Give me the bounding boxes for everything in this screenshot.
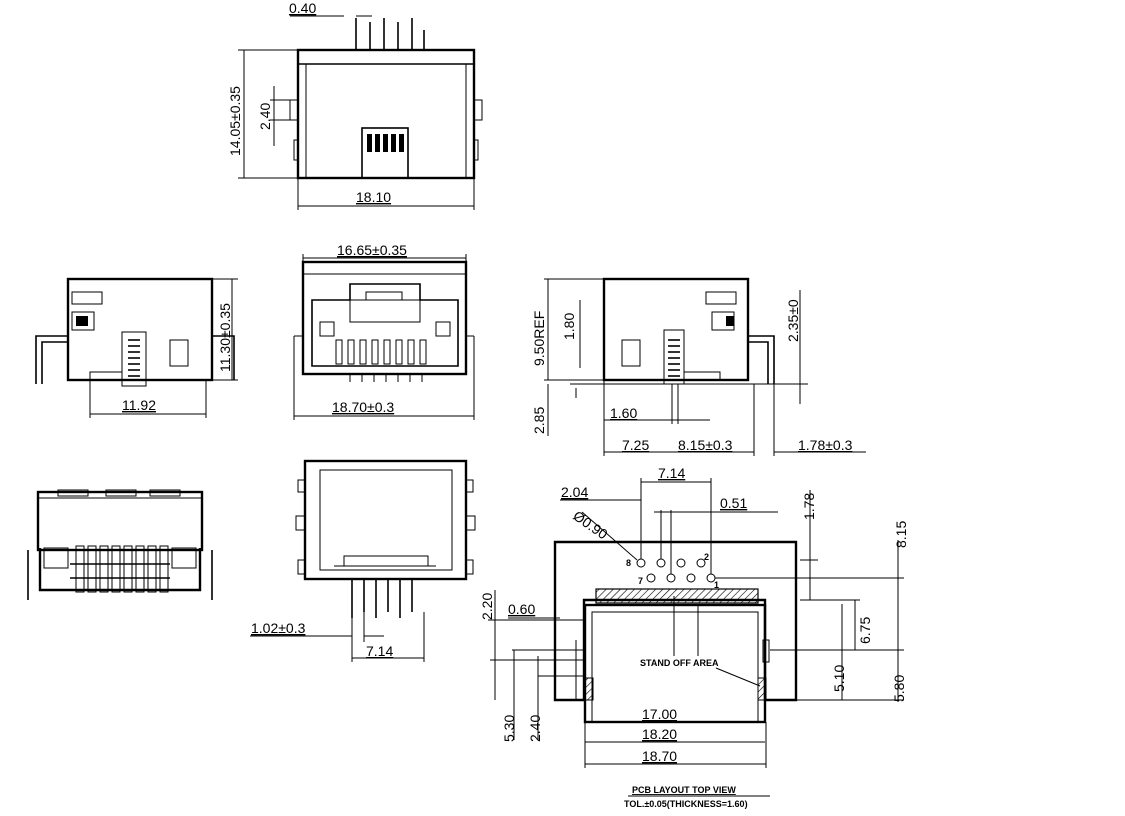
dim-top-width: 18.10 bbox=[356, 189, 391, 205]
dim-pcb-width-c: 18.70 bbox=[642, 748, 677, 764]
dim-pcb-left-offset: 2.04 bbox=[561, 484, 588, 500]
dim-right-standoff: 2.85 bbox=[531, 407, 547, 434]
pcb-layout-title: PCB LAYOUT TOP VIEW bbox=[632, 785, 736, 795]
dim-right-b: 2.35±0 bbox=[785, 299, 801, 342]
dim-pcb-pitch-span: 7.14 bbox=[658, 465, 685, 481]
dim-top-lead-width: 0.40 bbox=[289, 0, 316, 16]
dim-right-a: 1.80 bbox=[561, 313, 577, 340]
pcb-layout-subtitle: TOL.±0.05(THICKNESS=1.60) bbox=[624, 799, 748, 809]
top-view-contacts bbox=[367, 134, 404, 152]
standoff-area-label: STAND OFF AREA bbox=[640, 658, 719, 668]
dim-pcb-center-c: 6.75 bbox=[857, 617, 873, 644]
dim-right-e: 8.15±0.3 bbox=[678, 437, 733, 453]
pin-label-1: 1 bbox=[714, 580, 719, 590]
standoff-area-strip bbox=[595, 588, 759, 604]
dim-side-depth: 11.92 bbox=[122, 397, 156, 413]
dim-pcb-left-a: 2.20 bbox=[479, 593, 495, 620]
top-view-leads bbox=[355, 18, 425, 50]
front-view: 16.65±0.35 18.70±0.3 bbox=[293, 242, 475, 420]
left-side-contacts bbox=[128, 339, 140, 377]
dim-bottom-pitch-span: 7.14 bbox=[366, 643, 393, 659]
dim-pcb-center-d: 5.10 bbox=[831, 665, 847, 692]
right-side-contacts bbox=[668, 339, 680, 377]
pin-label-7: 7 bbox=[638, 576, 643, 586]
dim-pcb-right-total: 8.15 bbox=[893, 521, 909, 548]
rear-view bbox=[27, 489, 213, 600]
dim-pcb-left-c: 5.30 bbox=[501, 715, 517, 742]
top-view-body bbox=[296, 48, 476, 180]
dim-pcb-width-a: 17.00 bbox=[642, 706, 677, 722]
dim-pcb-width-b: 18.20 bbox=[642, 726, 677, 742]
dim-pcb-left-b: 0.60 bbox=[508, 601, 535, 617]
front-view-contacts bbox=[335, 339, 427, 365]
right-side-view: 9.50REF 1.80 2.85 2.35±0 1.60 7.25 8.15±… bbox=[531, 277, 866, 456]
dim-pcb-hole-dia: Ø0.90 bbox=[570, 507, 611, 542]
bottom-view: 1.02±0.3 7.14 bbox=[250, 459, 476, 662]
dim-right-f: 1.78±0.3 bbox=[798, 437, 853, 453]
dim-front-width: 16.65±0.35 bbox=[337, 242, 407, 258]
dim-right-c: 1.60 bbox=[610, 405, 637, 421]
dim-top-offset: 2.40 bbox=[257, 103, 273, 130]
dim-bottom-lead-offset: 1.02±0.3 bbox=[251, 620, 306, 636]
top-view: 0.40 14.05±0.35 2.40 18.10 bbox=[227, 0, 483, 210]
dim-pcb-left-d: 2.40 bbox=[527, 715, 543, 742]
dim-pcb-right-e: 5.80 bbox=[891, 675, 907, 702]
dim-pcb-top-offset: 1.78 bbox=[801, 493, 817, 520]
bottom-view-leads bbox=[351, 579, 413, 618]
dim-side-height: 11.30±0.35 bbox=[217, 303, 233, 372]
pcb-layout: 8 2 7 1 7.14 2.04 0.51 Ø0.90 1.78 8.15 6… bbox=[479, 465, 909, 809]
pcb-pin-holes bbox=[636, 558, 716, 583]
dim-pcb-pin-gap: 0.51 bbox=[720, 495, 747, 511]
pcb-outline bbox=[553, 540, 798, 702]
dim-top-height: 14.05±0.35 bbox=[227, 86, 243, 156]
pin-label-2: 2 bbox=[704, 552, 709, 562]
rear-view-leads bbox=[75, 545, 169, 593]
dim-right-ref: 9.50REF bbox=[531, 311, 547, 366]
left-side-view: 11.30±0.35 11.92 bbox=[35, 277, 238, 418]
pin-label-8: 8 bbox=[626, 558, 631, 568]
dim-right-d: 7.25 bbox=[622, 437, 649, 453]
dim-front-lead-span: 18.70±0.3 bbox=[332, 399, 394, 415]
